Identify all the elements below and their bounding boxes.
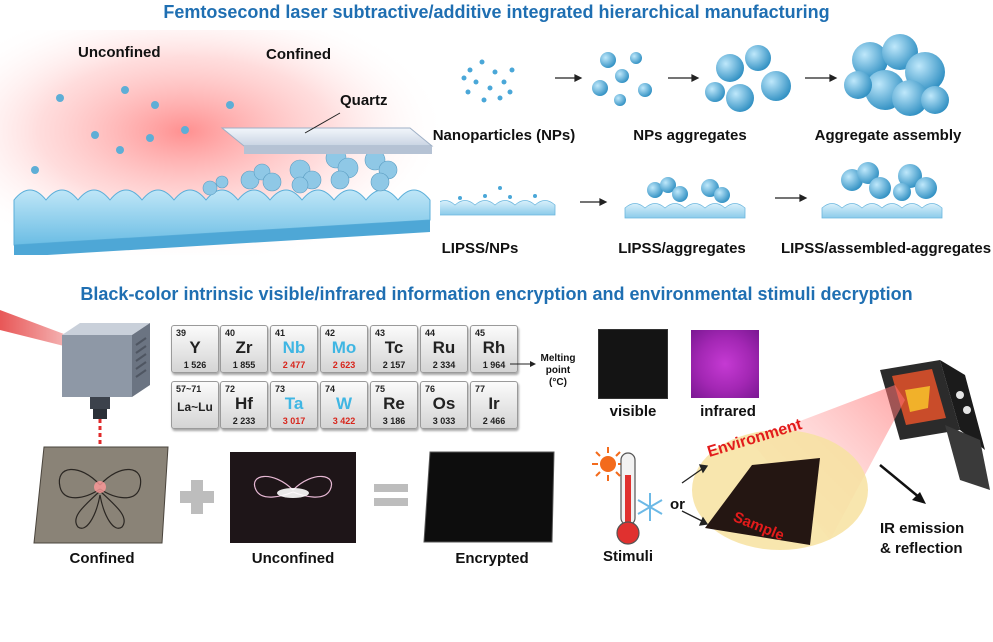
assembly-stages-illustration [440,34,949,219]
stage-aggregate-assembly: Aggregate assembly [814,127,962,144]
ir-emission-label: IR emission& reflection [880,520,965,557]
unconfined-sample-image [230,452,356,543]
laser-head-illustration [0,310,150,445]
stimuli-illustration [592,447,709,545]
confined-sample-label: Confined [69,550,135,567]
melting-pointer [510,361,536,367]
ir-arrow [879,464,926,504]
ir-beam-and-sample [692,385,905,550]
visible-image [599,330,667,398]
stage-lipss-assembled: LIPSS/assembled-aggregates [780,240,992,257]
stage-lipss-nps: LIPSS/NPs [441,240,519,257]
ir-camera-illustration [880,360,990,490]
encrypted-sample-label: Encrypted [455,550,529,567]
plus-icon [180,480,214,514]
equals-icon [374,484,408,506]
visible-label: visible [609,403,657,420]
confined-label: Confined [266,46,331,63]
infrared-label: infrared [700,403,756,420]
unconfined-label: Unconfined [78,44,161,61]
unconfined-sample-label: Unconfined [251,550,335,567]
laser-process-illustration [0,30,440,255]
stimuli-label: Stimuli [603,548,654,565]
stage-np-aggregates: NPs aggregates [633,127,747,144]
top-title: Femtosecond laser subtractive/additive i… [163,2,830,22]
encrypted-sample-image [423,451,555,543]
or-label: or [670,496,685,513]
quartz-label: Quartz [340,92,388,109]
bottom-title: Black-color intrinsic visible/infrared i… [80,284,913,304]
stage-nanoparticles: Nanoparticles (NPs) [432,127,576,144]
stage-lipss-aggregates: LIPSS/aggregates [618,240,746,257]
confined-sample-image [33,446,169,544]
infrared-image [691,330,759,398]
